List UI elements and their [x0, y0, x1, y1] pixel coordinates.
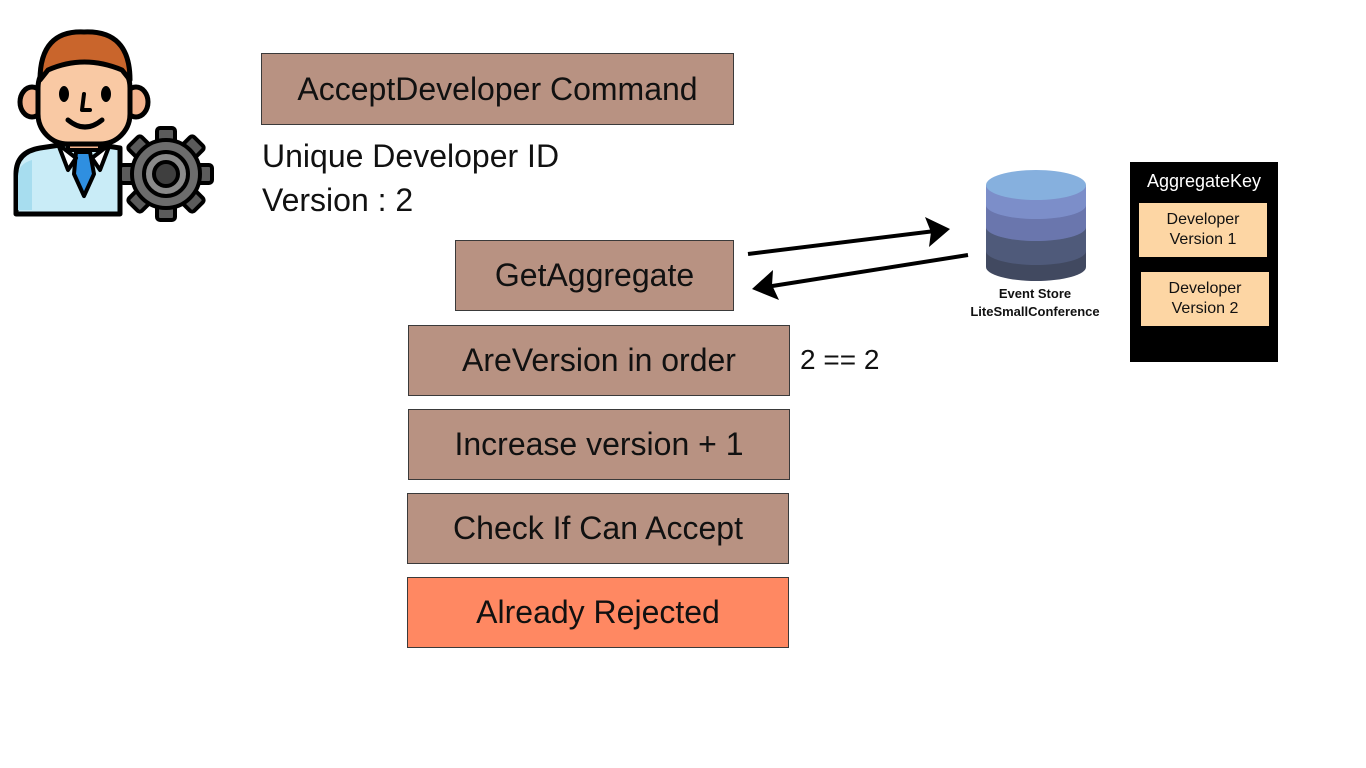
database-cylinder-icon [986, 170, 1086, 281]
response-arrow [765, 253, 969, 289]
check-accept-box: Check If Can Accept [407, 493, 789, 564]
increase-version-box: Increase version + 1 [408, 409, 790, 480]
aggregate-entry-name: Developer [1168, 280, 1242, 297]
aggregate-entry: Developer Version 1 [1139, 203, 1267, 257]
response-arrowhead [752, 270, 779, 300]
get-aggregate-box: GetAggregate [455, 240, 734, 311]
version-label: Version : 2 [262, 182, 414, 218]
already-rejected-box: Already Rejected [407, 577, 789, 648]
request-arrowhead [925, 217, 950, 247]
command-title: AcceptDeveloper Command [297, 70, 698, 107]
check-accept-label: Check If Can Accept [453, 510, 743, 546]
aggregate-key-panel: AggregateKey Developer Version 1 Develop… [1130, 162, 1278, 362]
request-arrow [747, 229, 936, 256]
unique-id-label: Unique Developer ID [262, 138, 560, 174]
aggregate-entry-version: Version 2 [1171, 300, 1239, 317]
are-version-box: AreVersion in order [408, 325, 790, 396]
increase-version-label: Increase version + 1 [454, 426, 744, 462]
aggregate-key-title: AggregateKey [1146, 171, 1262, 191]
aggregate-entry-name: Developer [1166, 211, 1240, 228]
command-box: AcceptDeveloper Command [261, 53, 734, 125]
event-store-name: LiteSmallConference [970, 304, 1100, 319]
get-aggregate-label: GetAggregate [494, 257, 695, 293]
aggregate-entry-version: Version 1 [1169, 231, 1237, 248]
event-store-label: Event Store [998, 286, 1072, 301]
developer-avatar-with-gear-icon [13, 29, 214, 222]
are-version-label: AreVersion in order [462, 342, 736, 378]
already-rejected-label: Already Rejected [476, 594, 720, 630]
aggregate-entry: Developer Version 2 [1141, 272, 1269, 326]
version-comparison: 2 == 2 [800, 344, 880, 375]
